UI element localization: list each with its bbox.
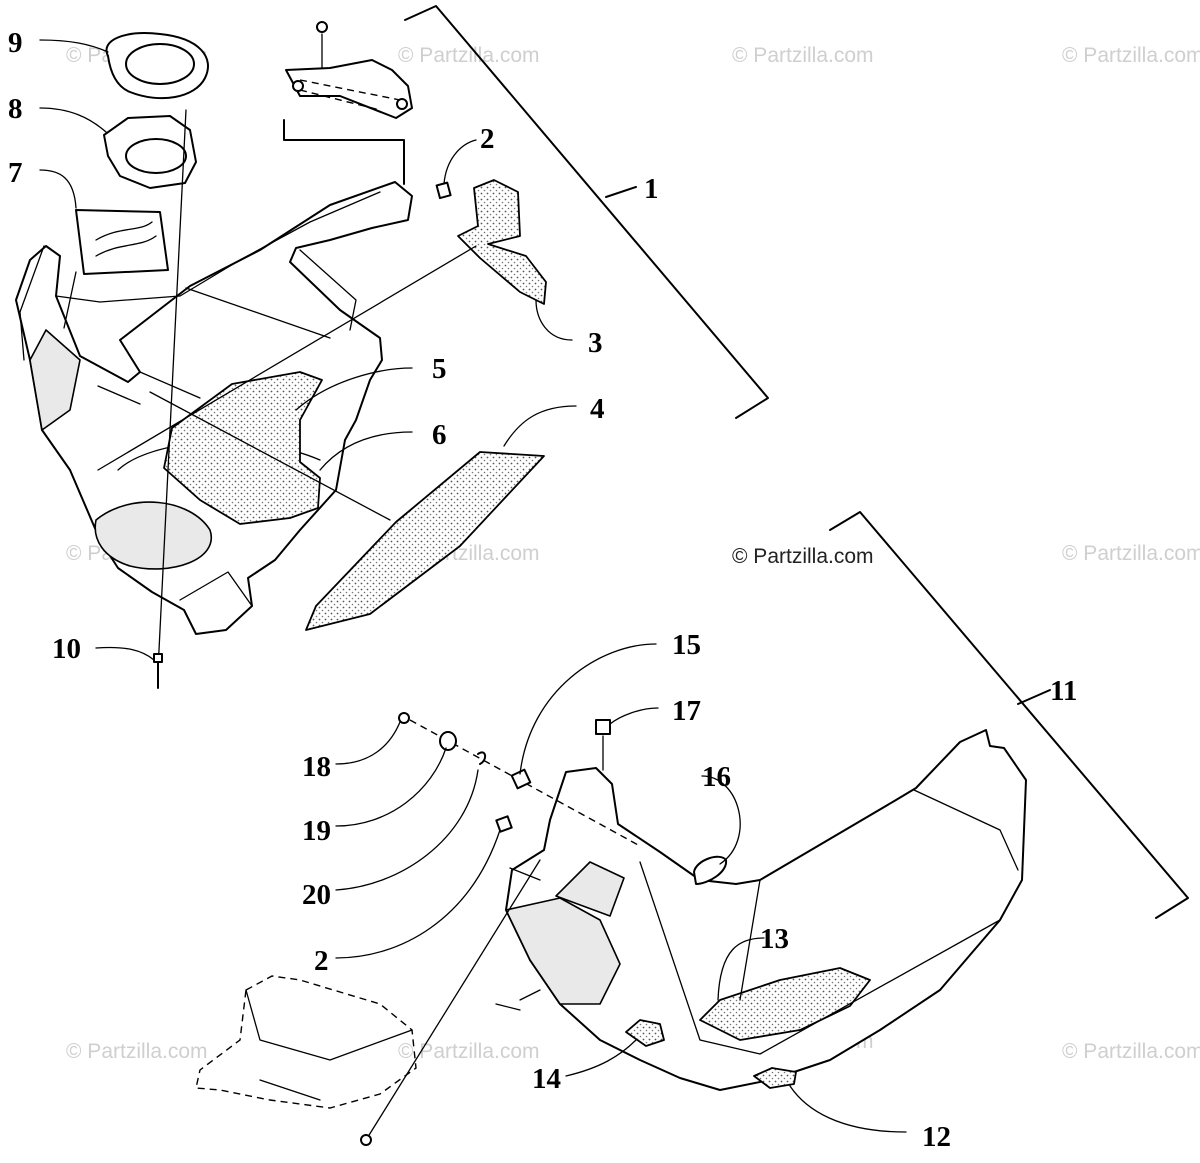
watermark: © Partzilla.com bbox=[66, 1040, 208, 1063]
watermark: © Partzilla.com bbox=[1062, 542, 1200, 565]
assembly-bracket-upper bbox=[404, 5, 769, 419]
callout-leaders bbox=[39, 39, 907, 1133]
hood-latch-bracket bbox=[283, 21, 413, 185]
lower-mounting-bracket bbox=[195, 859, 541, 1146]
callout-13: 13 bbox=[760, 923, 789, 955]
callout-12: 12 bbox=[922, 1121, 951, 1153]
callout-3: 3 bbox=[588, 327, 603, 359]
assembly-bracket-lower bbox=[829, 511, 1189, 919]
callout-2b: 2 bbox=[314, 945, 329, 977]
watermark: © Partzilla.com bbox=[732, 44, 874, 67]
foam-strip bbox=[305, 451, 545, 631]
decal-panel bbox=[75, 209, 169, 275]
callout-4: 4 bbox=[590, 393, 605, 425]
callout-labels: 9 8 7 2 1 3 5 4 6 10 15 11 17 18 16 19 2… bbox=[8, 27, 1077, 1153]
callout-19: 19 bbox=[302, 815, 331, 847]
callout-18: 18 bbox=[302, 751, 331, 783]
bezel-plate bbox=[103, 115, 197, 189]
watermark: © Partzilla.com bbox=[398, 1040, 540, 1063]
gasket-ring bbox=[105, 32, 209, 100]
callout-17: 17 bbox=[672, 695, 701, 727]
watermark: © Partzilla.com bbox=[1062, 1040, 1200, 1063]
callout-10: 10 bbox=[52, 633, 81, 665]
screw bbox=[153, 653, 163, 689]
callout-14: 14 bbox=[532, 1063, 561, 1095]
small-foam-pads bbox=[625, 1019, 797, 1089]
callout-2: 2 bbox=[480, 123, 495, 155]
callout-9: 9 bbox=[8, 27, 23, 59]
callout-16: 16 bbox=[702, 761, 731, 793]
callout-20: 20 bbox=[302, 879, 331, 911]
callout-5: 5 bbox=[432, 353, 447, 385]
callout-15: 15 bbox=[672, 629, 701, 661]
lower-belly-pan bbox=[495, 729, 1027, 1091]
callout-6: 6 bbox=[432, 419, 447, 451]
clip-upper bbox=[435, 181, 452, 200]
callout-11: 11 bbox=[1050, 675, 1077, 707]
callout-7: 7 bbox=[8, 157, 23, 189]
callout-8: 8 bbox=[8, 93, 23, 125]
watermark: © Partzilla.com bbox=[732, 545, 874, 568]
watermark: © Partzilla.com bbox=[1062, 44, 1200, 67]
watermark: © Partzilla.com bbox=[398, 44, 540, 67]
foam-block bbox=[457, 179, 547, 305]
hardware-stack bbox=[398, 712, 728, 885]
alignment-lines-upper bbox=[97, 109, 477, 671]
callout-1: 1 bbox=[644, 173, 659, 205]
floor-foam-pad bbox=[163, 371, 323, 525]
